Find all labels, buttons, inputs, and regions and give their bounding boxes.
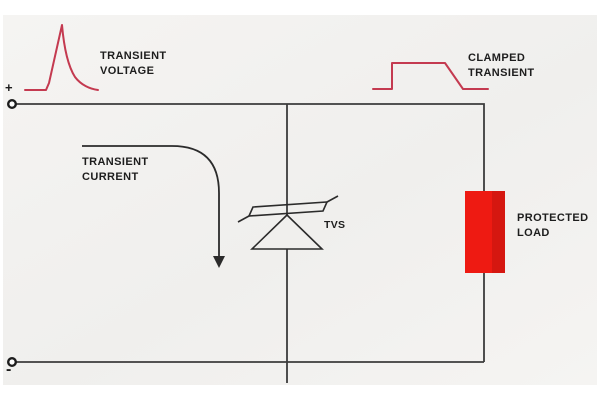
tvs-cathode-bar — [247, 201, 329, 217]
tvs-anode-triangle — [250, 213, 324, 250]
clamped-transient-label: CLAMPED TRANSIENT — [468, 51, 535, 81]
clamped-transient-line1: CLAMPED — [468, 52, 526, 64]
transient-voltage-line2: VOLTAGE — [100, 65, 155, 77]
transient-voltage-label: TRANSIENT VOLTAGE — [100, 49, 167, 79]
protected-load-label: PROTECTED LOAD — [517, 211, 588, 241]
tvs-label: TVS — [324, 219, 346, 231]
transient-voltage-line1: TRANSIENT — [100, 50, 167, 62]
negative-terminal-icon — [6, 357, 17, 368]
clamped-transient-line2: TRANSIENT — [468, 67, 535, 79]
clamped-transient-waveform — [372, 62, 489, 90]
protected-load-block — [465, 191, 505, 273]
top-rail-wire — [16, 103, 485, 191]
negative-terminal-label: - — [6, 361, 12, 378]
tvs-bar-tick-right — [326, 195, 339, 203]
positive-terminal-label: + — [5, 80, 13, 95]
transient-current-label: TRANSIENT CURRENT — [82, 155, 149, 185]
positive-terminal-icon — [6, 98, 17, 109]
transient-current-line2: CURRENT — [82, 171, 139, 183]
transient-current-arrow — [82, 145, 220, 257]
protected-load-shading — [492, 191, 505, 273]
transient-current-line1: TRANSIENT — [82, 156, 149, 168]
protected-load-line1: PROTECTED — [517, 212, 589, 224]
transient-current-arrowhead-icon — [213, 256, 225, 268]
tvs-bar-tick-left — [237, 215, 250, 223]
transient-voltage-waveform — [24, 24, 99, 91]
protected-load-line2: LOAD — [517, 227, 550, 239]
tvs-diode-icon — [237, 195, 339, 250]
